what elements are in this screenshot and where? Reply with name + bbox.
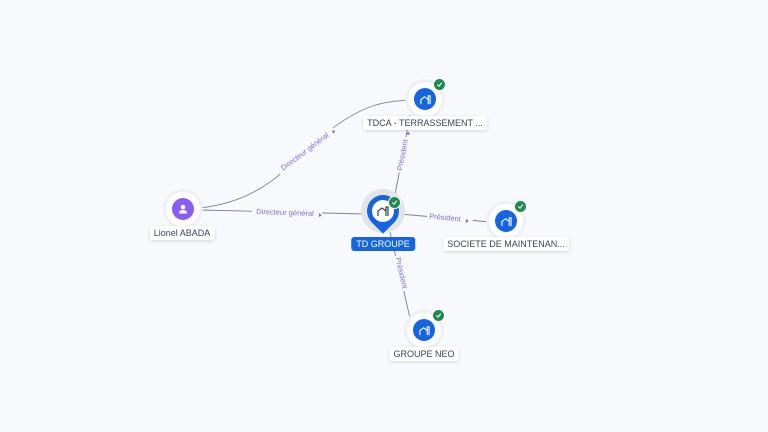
building-icon (414, 88, 436, 110)
node-label[interactable]: Lionel ABADA (149, 226, 215, 240)
edge-label: Président (395, 138, 410, 172)
company-node-societe[interactable] (489, 200, 527, 238)
node-label[interactable]: GROUPE NEO (389, 347, 459, 361)
arrow-icon (318, 213, 322, 218)
edge-label: Président (429, 212, 462, 224)
verified-check-icon (433, 78, 446, 91)
node-label[interactable]: SOCIETE DE MAINTENAN... (443, 237, 569, 251)
company-node-neo[interactable] (407, 309, 445, 347)
user-icon (172, 198, 194, 220)
main-node-label[interactable]: TD GROUPE (351, 237, 415, 251)
verified-check-icon (514, 200, 527, 213)
company-node-tdca[interactable] (408, 78, 446, 116)
node-label[interactable]: TDCA - TERRASSEMENT ... (363, 116, 487, 130)
verified-check-icon (388, 196, 401, 209)
arrow-icon (406, 131, 410, 135)
building-icon (495, 210, 517, 232)
edge-label: Directeur général (279, 130, 331, 172)
arrow-icon (465, 218, 469, 223)
edge-label: Directeur général (256, 207, 314, 218)
verified-check-icon (432, 309, 445, 322)
person-node[interactable] (166, 192, 200, 226)
building-icon (413, 319, 435, 341)
arrow-icon (331, 130, 336, 134)
